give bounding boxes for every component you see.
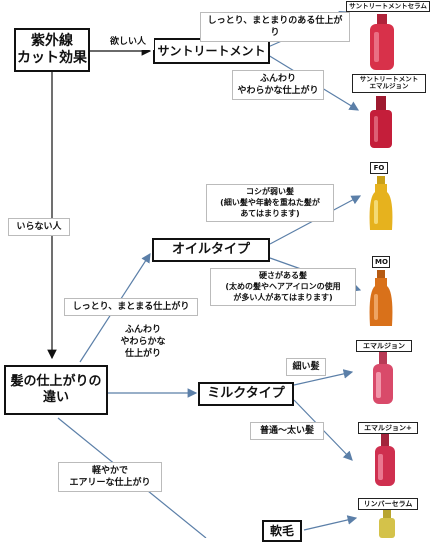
bottle-limber-serum-image <box>379 510 395 538</box>
bottle-emulsion-image <box>373 352 393 404</box>
node-uv-cut: 紫外線 カット効果 <box>14 28 90 72</box>
bottle-fo-image <box>369 176 393 230</box>
arrow-fine-to-limber <box>303 515 358 531</box>
product-tag-emulsion-plus: エマルジョン+ <box>358 422 418 435</box>
label-moist-settle: しっとり、まとまる仕上がり <box>64 298 198 317</box>
product-tag-sun-emulsion: サントリートメント エマルジョン <box>352 74 426 93</box>
product-tag-limber-serum: リンバーセラム <box>358 498 418 511</box>
bottle-emulsion-plus-image <box>375 434 395 486</box>
bottle-mo-image <box>369 270 393 326</box>
label-thin-hair: 細い髪 <box>286 358 326 377</box>
label-stiff-hair: コシが弱い髪 (細い髪や年齢を重ねた髪が あてはまります) <box>206 184 334 223</box>
label-want: 欲しい人 <box>102 34 154 51</box>
node-finish-difference: 髪の仕上がりの 違い <box>4 365 108 415</box>
label-dont-want: いらない人 <box>8 218 70 237</box>
product-tag-mo: MO <box>372 256 390 269</box>
label-light-airy: 軽やかで エアリーな仕上がり <box>58 462 162 493</box>
node-fine-hair: 軟毛 <box>262 520 302 542</box>
product-tag-emulsion: エマルジョン <box>356 340 412 353</box>
arrow-milk-to-emulsion <box>293 369 354 386</box>
label-moist-finish: しっとり、まとまりのある仕上がり <box>200 12 350 43</box>
label-soft-finish: ふんわり やわらかな仕上がり <box>232 70 324 101</box>
node-milk-type: ミルクタイプ <box>198 382 294 406</box>
product-tag-fo: FO <box>370 162 388 175</box>
label-fluffy-soft: ふんわり やわらかな 仕上がり <box>112 322 174 363</box>
product-tag-sun-serum: サントリートメントセラム <box>346 1 430 13</box>
node-oil-type: オイルタイプ <box>152 238 270 262</box>
label-hard-hair: 硬さがある髪 (太めの髪やヘアアイロンの使用 が多い人があてはまります) <box>210 268 356 307</box>
label-normal-thick: 普通〜太い髪 <box>250 422 324 441</box>
node-sunlight-treatment: サントリートメント <box>153 38 270 64</box>
bottle-sun-serum-image <box>370 14 394 70</box>
bottle-sun-emulsion-image <box>370 96 392 148</box>
